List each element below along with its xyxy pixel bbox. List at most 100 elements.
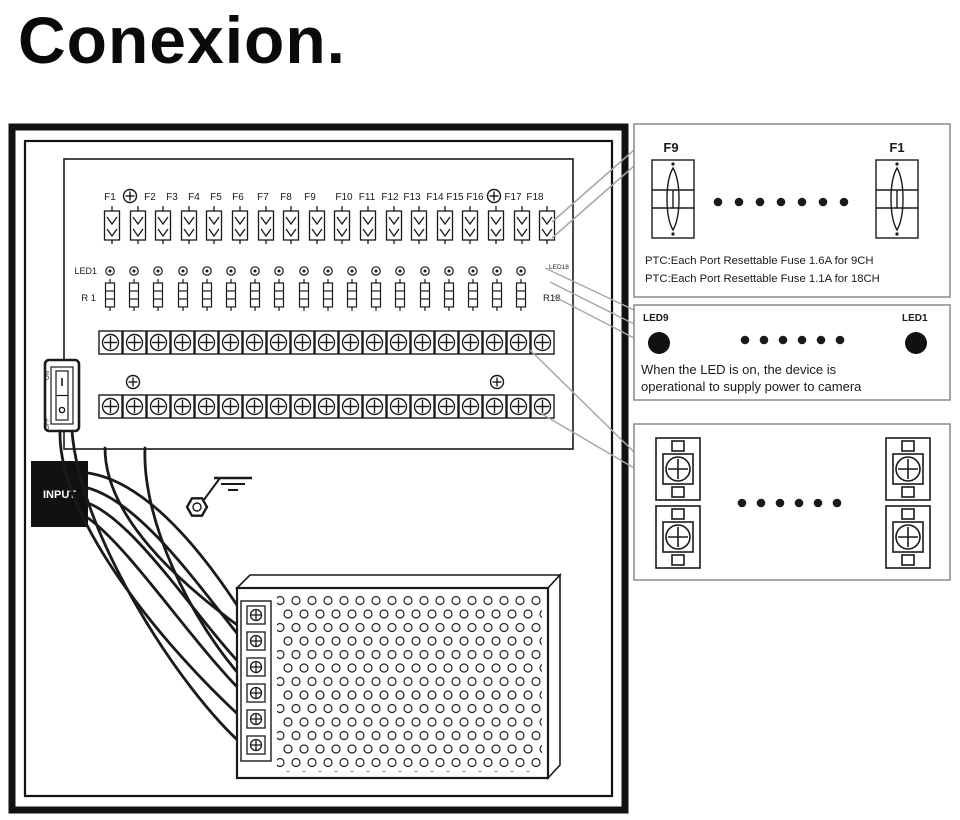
terminal-icon bbox=[530, 330, 555, 355]
callout-led-detail: LED9 LED1 When the LED is on, the device… bbox=[633, 304, 951, 401]
terminal-icon bbox=[170, 330, 195, 355]
fuse-label: F9 bbox=[304, 192, 316, 203]
resistor-left-label: R 1 bbox=[81, 293, 96, 304]
terminal-icon bbox=[338, 330, 363, 355]
terminal-icon bbox=[458, 330, 483, 355]
resistor-icon bbox=[273, 278, 285, 312]
fuse-icon bbox=[410, 205, 428, 245]
ellipsis-dot bbox=[832, 498, 842, 508]
resistor-icon bbox=[515, 278, 527, 312]
led-detail-line2: operational to supply power to camera bbox=[641, 379, 862, 394]
fuse-label: F5 bbox=[210, 192, 222, 203]
fuse-icon bbox=[257, 205, 275, 245]
wires bbox=[58, 429, 246, 748]
callout-terminal-detail bbox=[633, 423, 951, 581]
terminal-icon bbox=[266, 330, 291, 355]
terminal-icon bbox=[98, 330, 123, 355]
switch-on-label: ON bbox=[45, 371, 51, 380]
terminal-icon bbox=[146, 394, 171, 419]
psu-terminal-icon bbox=[246, 735, 266, 755]
resistor-icon bbox=[177, 278, 189, 312]
fuse-icon bbox=[180, 205, 198, 245]
terminal-icon bbox=[242, 330, 267, 355]
ellipsis-dot bbox=[778, 335, 788, 345]
terminal-icon bbox=[290, 330, 315, 355]
fuse-icon bbox=[231, 205, 249, 245]
terminal-block-icon bbox=[655, 437, 701, 501]
fuse-label: F4 bbox=[188, 192, 200, 203]
led-row: LED1 LED18 bbox=[74, 264, 569, 276]
resistor-icon bbox=[225, 278, 237, 312]
fuse-label: F17 bbox=[504, 192, 522, 203]
terminal-row-top bbox=[98, 330, 555, 355]
psu-terminal-icon bbox=[246, 709, 266, 729]
fuse-icon bbox=[205, 205, 223, 245]
fuse-icon bbox=[154, 205, 172, 245]
ellipsis-dot bbox=[775, 498, 785, 508]
fuse-label-row: F1 F2 F3 F4 F5 F6 F7 F8 F9 F10 F11 F12 F… bbox=[104, 188, 544, 204]
mount-screw-icon bbox=[489, 374, 505, 390]
fuse-icon bbox=[436, 205, 454, 245]
terminal-icon bbox=[170, 394, 195, 419]
terminal-block-icon bbox=[885, 437, 931, 501]
led-detail-left-label: LED9 bbox=[643, 313, 669, 324]
fuse-label: F6 bbox=[232, 192, 244, 203]
fuse-icon bbox=[308, 205, 326, 245]
ground-icon bbox=[185, 476, 252, 517]
resistor-right-label: R18 bbox=[543, 293, 560, 304]
page-title: Conexion. bbox=[18, 3, 347, 77]
fuse-label: F3 bbox=[166, 192, 178, 203]
callout-pointer-lines bbox=[529, 149, 635, 469]
ptc-fuse-icon bbox=[875, 159, 919, 239]
resistor-row: R 1 R18 bbox=[81, 278, 560, 312]
psu-terminal-icon bbox=[246, 683, 266, 703]
ellipsis-dot bbox=[755, 197, 765, 207]
ellipsis-dot bbox=[740, 335, 750, 345]
fuse-label: F2 bbox=[144, 192, 156, 203]
fuse-label: F18 bbox=[526, 192, 544, 203]
input-label: INPUT bbox=[43, 489, 76, 501]
resistor-icon bbox=[249, 278, 261, 312]
psu-vent-holes bbox=[277, 594, 542, 772]
resistor-icon bbox=[491, 278, 503, 312]
terminal-row-bottom bbox=[98, 394, 555, 419]
terminal-icon bbox=[458, 394, 483, 419]
fuse-detail-line1: PTC:Each Port Resettable Fuse 1.6A for 9… bbox=[645, 255, 874, 267]
ellipsis-dot bbox=[797, 335, 807, 345]
terminal-block-icon bbox=[885, 505, 931, 569]
terminal-icon bbox=[122, 394, 147, 419]
resistor-icon bbox=[394, 278, 406, 312]
ellipsis-dot bbox=[776, 197, 786, 207]
resistor-icon bbox=[467, 278, 479, 312]
led-detail-line1: When the LED is on, the device is bbox=[641, 362, 837, 377]
led-detail-right-label: LED1 bbox=[902, 313, 928, 324]
terminal-icon bbox=[98, 394, 123, 419]
terminal-icon bbox=[218, 330, 243, 355]
terminal-icon bbox=[482, 330, 507, 355]
led-left-label: LED1 bbox=[74, 266, 97, 276]
resistor-icon bbox=[346, 278, 358, 312]
ellipsis-dot bbox=[756, 498, 766, 508]
fuse-icon bbox=[359, 205, 377, 245]
terminal-icon bbox=[122, 330, 147, 355]
terminal-icon bbox=[146, 330, 171, 355]
resistor-icon bbox=[128, 278, 140, 312]
led-right-label: LED18 bbox=[549, 264, 569, 271]
fuse-icon bbox=[103, 205, 121, 245]
fuse-label: F16 bbox=[466, 192, 484, 203]
fuse-icon bbox=[487, 205, 505, 245]
terminal-icon bbox=[434, 330, 459, 355]
terminal-icon bbox=[314, 394, 339, 419]
ellipsis-dot bbox=[713, 197, 723, 207]
terminal-icon bbox=[290, 394, 315, 419]
switch-off-label: OFF bbox=[45, 418, 51, 430]
fuse-label: F1 bbox=[104, 192, 116, 203]
psu-terminal-strip bbox=[240, 600, 272, 762]
psu-terminal-icon bbox=[246, 605, 266, 625]
fuse-label: F12 bbox=[381, 192, 399, 203]
terminal-icon bbox=[218, 394, 243, 419]
resistor-icon bbox=[201, 278, 213, 312]
terminal-icon bbox=[482, 394, 507, 419]
